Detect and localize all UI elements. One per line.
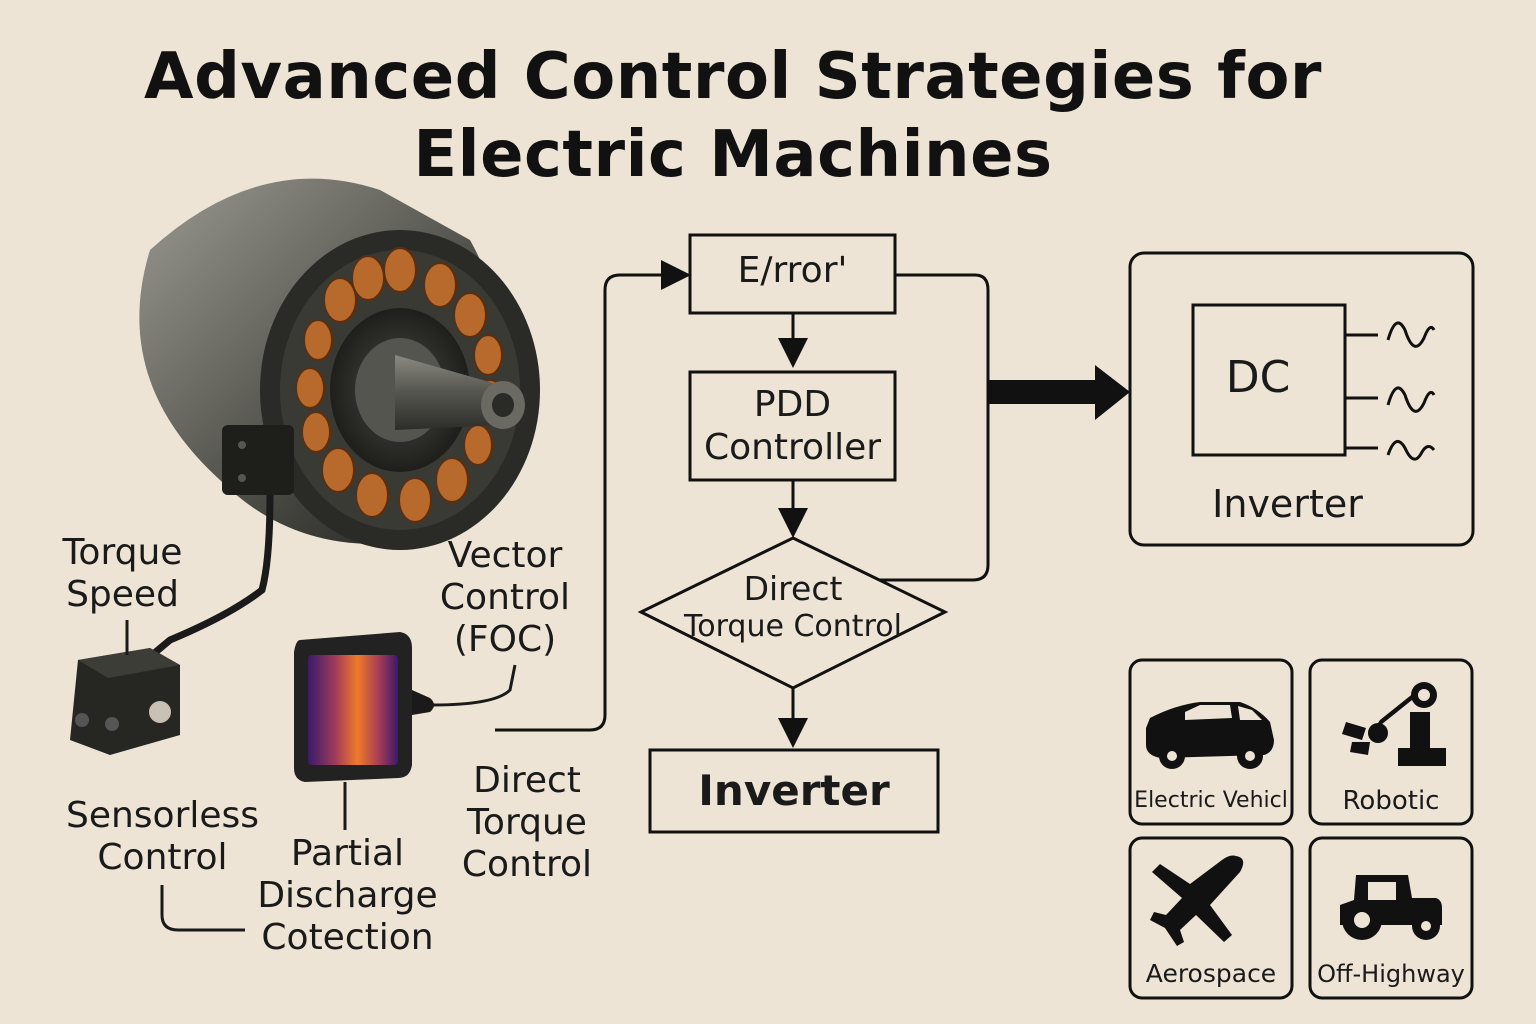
- ac-outputs: [1345, 321, 1436, 461]
- sensorless-leader: [160, 885, 245, 932]
- app-label-ev: Electric Vehicl: [1134, 788, 1288, 813]
- controller-label-line-1: PDD: [753, 384, 832, 425]
- label-torque-speed: Torque Speed: [50, 532, 195, 616]
- title-line-1: Advanced Control Strategies for: [144, 40, 1322, 114]
- dc-box: [1191, 303, 1347, 457]
- car-icon: [1146, 702, 1274, 769]
- thermal-camera-device: [294, 632, 434, 782]
- label-torque: Torque: [62, 532, 183, 573]
- label-discharge: Discharge: [257, 875, 438, 916]
- label-sensorless-control-word: Control: [97, 837, 228, 878]
- app-card-robotic: [1308, 658, 1474, 826]
- inverter-panel-label: Inverter: [1212, 482, 1363, 526]
- app-card-ev: [1128, 658, 1294, 826]
- label-partial: Partial: [290, 833, 405, 874]
- speed-sensor-device: [70, 648, 180, 755]
- dtc-label-line-1: Direct: [743, 569, 843, 608]
- label-cotection: Cotection: [261, 917, 434, 958]
- controller-label-line-2: Controller: [703, 427, 882, 468]
- sine-wave-icon: [1386, 321, 1436, 348]
- label-vector: Vector: [447, 535, 563, 576]
- app-label-robotic: Robotic: [1342, 786, 1440, 816]
- app-label-offhighway: Off-Highway: [1317, 960, 1465, 988]
- dc-label: DC: [1225, 352, 1291, 403]
- motor-illustration: [139, 178, 540, 550]
- inverter-box-label: Inverter: [698, 766, 890, 815]
- inverter-box: [648, 748, 940, 834]
- inverter-panel: [1128, 251, 1475, 547]
- airplane-icon: [1150, 855, 1244, 946]
- label-direct-torque-control: Direct Torque Control: [452, 760, 602, 886]
- app-label-aerospace: Aerospace: [1145, 959, 1277, 988]
- label-partial-discharge: Partial Discharge Cotection: [250, 833, 445, 959]
- label-speed: Speed: [66, 574, 179, 615]
- loop-line: [880, 273, 990, 582]
- label-control: Control: [439, 577, 571, 618]
- sine-wave-icon: [1386, 439, 1436, 461]
- label-foc: (FOC): [453, 619, 557, 660]
- controller-label: PDD Controller: [690, 383, 895, 469]
- page-title: Advanced Control Strategies for Electric…: [0, 38, 1536, 194]
- label-direct: Direct: [473, 760, 581, 801]
- label-vector-control: Vector Control (FOC): [430, 535, 580, 661]
- dtc-label: Direct Torque Control: [660, 570, 926, 646]
- sensor-cable: [137, 494, 274, 668]
- label-torque-word: Torque: [467, 802, 587, 843]
- dtc-label-line-2: Torque Control: [684, 609, 902, 644]
- tractor-icon: [1340, 875, 1442, 940]
- label-sensorless: Sensorless: [65, 795, 260, 836]
- sine-wave-icon: [1386, 386, 1436, 413]
- error-label: E/rror': [737, 250, 848, 291]
- thick-arrow: [988, 365, 1130, 420]
- label-sensorless-control: Sensorless Control: [55, 795, 270, 879]
- feedback-line: [495, 260, 691, 732]
- app-card-aerospace: [1128, 836, 1294, 1000]
- title-line-2: Electric Machines: [413, 118, 1053, 192]
- app-card-offhighway: [1308, 836, 1474, 1000]
- label-control-word: Control: [461, 844, 593, 885]
- robot-arm-icon: [1342, 682, 1446, 766]
- foc-leader: [431, 664, 517, 707]
